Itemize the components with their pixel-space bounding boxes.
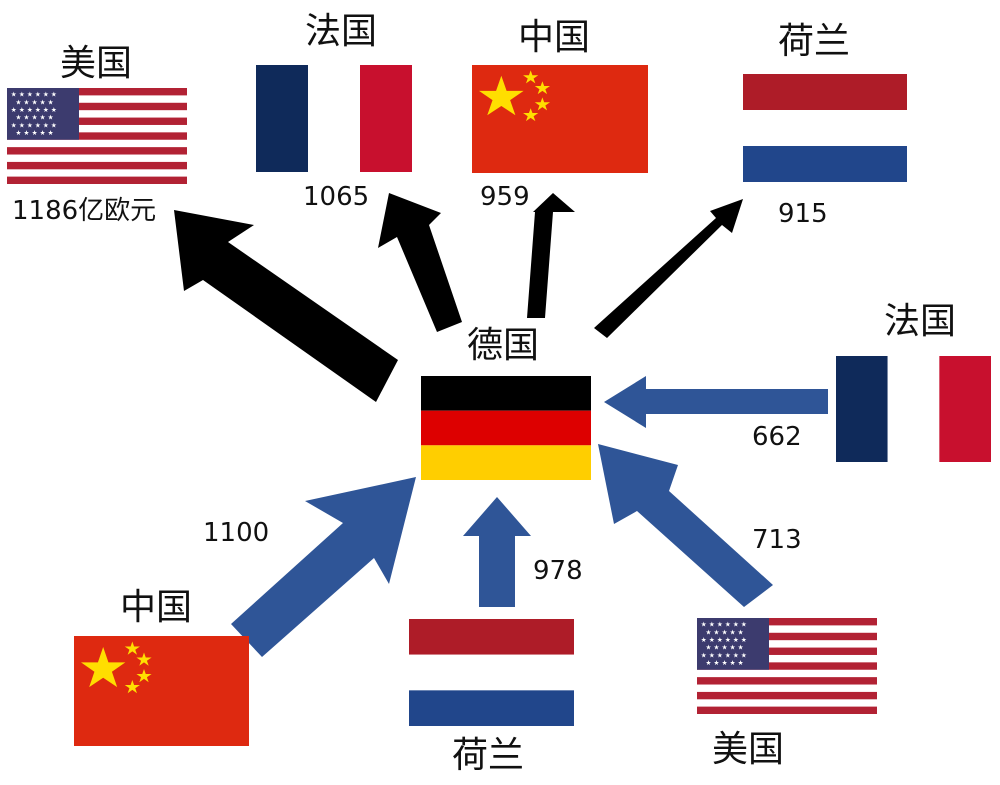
export-country-netherlands-label: 荷兰 bbox=[778, 21, 851, 62]
svg-text:★ ★ ★ ★ ★: ★ ★ ★ ★ ★ bbox=[706, 659, 744, 667]
import-arrow-france-shape bbox=[604, 376, 828, 428]
center-country-label: 德国 bbox=[467, 325, 540, 366]
netherlands-flag bbox=[743, 74, 907, 182]
export-country-usa-label: 美国 bbox=[60, 43, 133, 84]
usa-flag: ★ ★ ★ ★ ★ ★★ ★ ★ ★ ★ ★ ★ ★ ★ ★ ★★ ★ ★ ★ … bbox=[697, 618, 877, 714]
import-country-france-label: 法国 bbox=[884, 301, 957, 342]
export-value-china: 959 bbox=[480, 182, 530, 212]
import-value-china: 1100 bbox=[203, 518, 270, 548]
svg-text:★ ★ ★ ★ ★: ★ ★ ★ ★ ★ bbox=[706, 628, 744, 636]
svg-text:★ ★ ★ ★ ★: ★ ★ ★ ★ ★ bbox=[16, 114, 54, 122]
import-country-netherlands-label: 荷兰 bbox=[452, 735, 525, 776]
usa-flag: ★ ★ ★ ★ ★ ★★ ★ ★ ★ ★ ★ ★ ★ ★ ★ ★★ ★ ★ ★ … bbox=[7, 88, 187, 184]
export-arrow-france-shape bbox=[378, 193, 462, 332]
export-value-usa: 1186亿欧元 bbox=[12, 196, 157, 226]
import-country-usa-label: 美国 bbox=[712, 729, 785, 770]
import-value-france: 662 bbox=[752, 422, 802, 452]
netherlands-flag bbox=[409, 619, 574, 726]
svg-text:★ ★ ★ ★ ★: ★ ★ ★ ★ ★ bbox=[16, 129, 54, 137]
export-arrow-china-shape bbox=[527, 193, 575, 318]
export-arrow-netherlands-shape bbox=[594, 199, 743, 338]
svg-text:★ ★ ★ ★ ★ ★: ★ ★ ★ ★ ★ ★ bbox=[11, 106, 57, 114]
import-value-usa: 713 bbox=[752, 525, 802, 555]
import-arrow-netherlands-shape bbox=[463, 497, 531, 607]
germany-flag bbox=[421, 376, 591, 480]
export-arrow-usa-shape bbox=[174, 210, 398, 402]
export-country-france-label: 法国 bbox=[305, 11, 378, 52]
export-value-france: 1065 bbox=[303, 182, 370, 212]
import-country-china-label: 中国 bbox=[120, 587, 193, 628]
china-flag bbox=[472, 65, 648, 173]
svg-text:★ ★ ★ ★ ★: ★ ★ ★ ★ ★ bbox=[16, 98, 54, 106]
export-value-netherlands: 915 bbox=[778, 199, 828, 229]
svg-text:★ ★ ★ ★ ★ ★: ★ ★ ★ ★ ★ ★ bbox=[701, 651, 747, 659]
import-arrow-china-shape bbox=[231, 477, 416, 657]
svg-text:★ ★ ★ ★ ★ ★: ★ ★ ★ ★ ★ ★ bbox=[701, 636, 747, 644]
svg-text:★ ★ ★ ★ ★: ★ ★ ★ ★ ★ bbox=[706, 644, 744, 652]
svg-text:★ ★ ★ ★ ★ ★: ★ ★ ★ ★ ★ ★ bbox=[701, 621, 747, 629]
svg-text:★ ★ ★ ★ ★ ★: ★ ★ ★ ★ ★ ★ bbox=[11, 121, 57, 129]
france-flag bbox=[256, 65, 412, 172]
france-flag bbox=[836, 356, 991, 462]
svg-text:★ ★ ★ ★ ★ ★: ★ ★ ★ ★ ★ ★ bbox=[11, 91, 57, 99]
china-flag bbox=[74, 636, 249, 746]
import-arrow-usa-shape bbox=[598, 444, 773, 607]
export-country-china-label: 中国 bbox=[518, 17, 591, 58]
import-value-netherlands: 978 bbox=[533, 556, 583, 586]
